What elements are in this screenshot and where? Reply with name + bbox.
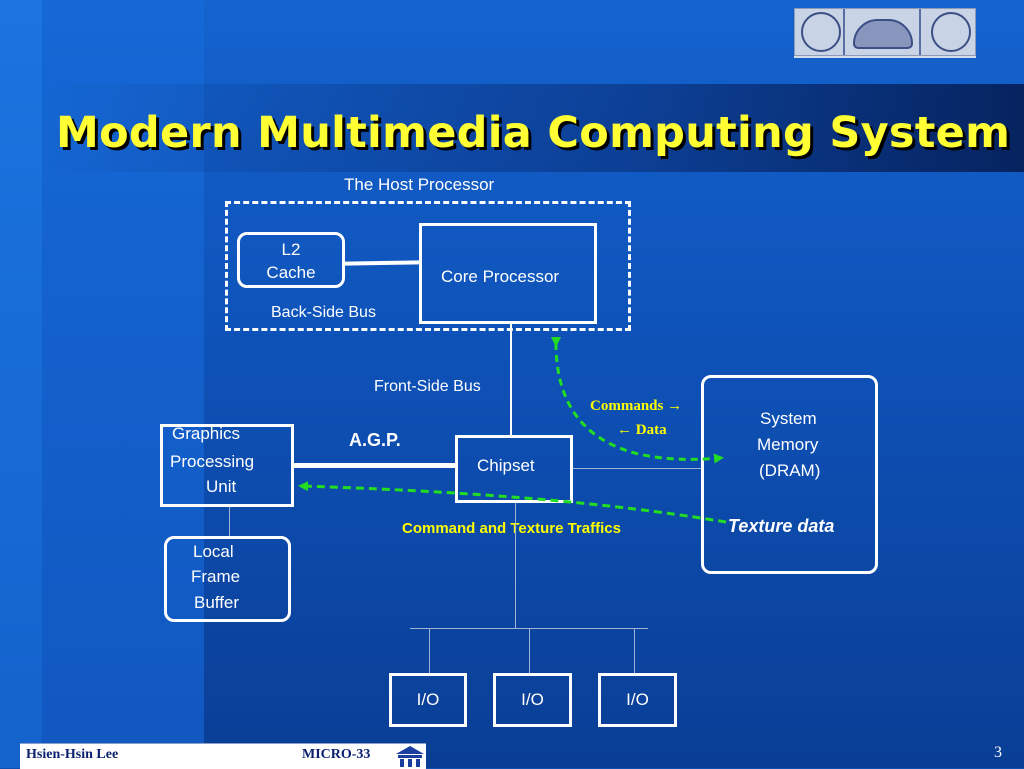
l2-cache-box — [237, 232, 345, 288]
front-side-bus-label: Front-Side Bus — [374, 378, 481, 395]
logo-underline — [794, 56, 976, 58]
chipset-label: Chipset — [477, 456, 535, 475]
gpu-lfb-connector — [229, 507, 230, 537]
system-memory-box — [701, 375, 878, 574]
host-processor-boundary — [225, 201, 631, 331]
seal-right-icon — [931, 12, 971, 52]
page-number: 3 — [994, 744, 1002, 761]
gpu-label-line1: Graphics — [172, 424, 241, 443]
io-bus-trunk — [515, 503, 516, 628]
footer-venue: MICRO-33 — [302, 747, 371, 762]
logo-stripe — [919, 9, 921, 55]
seal-left-icon — [801, 12, 841, 52]
core-processor-label: Core Processor — [441, 267, 560, 286]
logo-stripe — [843, 9, 845, 55]
building-icon — [396, 746, 424, 767]
sysmem-label-line3: (DRAM) — [759, 461, 821, 480]
command-texture-traffics-label: Command and Texture Traffics — [402, 520, 621, 537]
local-frame-buffer-box — [164, 536, 291, 622]
chipset-box — [455, 435, 573, 503]
agp-bus-line — [293, 463, 455, 468]
texture-data-label: Texture data — [728, 516, 835, 536]
l2-cache-label-line1: L2 — [281, 240, 301, 259]
sysmem-label-line1: System — [760, 409, 817, 428]
gpu-box — [160, 424, 294, 507]
io-bus-drop-1 — [429, 628, 430, 673]
texture-traffic-arrow — [298, 481, 727, 524]
l2-cache-label-line2: Cache — [266, 263, 316, 282]
chipset-memory-connector — [573, 468, 701, 469]
title-band — [42, 84, 1024, 172]
io-device-label-2: I/O — [521, 690, 544, 709]
io-device-box-2 — [493, 673, 572, 727]
core-processor-box — [419, 223, 597, 324]
host-processor-label: The Host Processor — [344, 175, 495, 194]
io-device-box-3 — [598, 673, 677, 727]
gpu-label-line3: Unit — [206, 477, 237, 496]
front-side-bus-line — [510, 324, 512, 436]
university-seal-logo — [794, 8, 976, 56]
io-device-label-1: I/O — [416, 690, 440, 709]
agp-label: A.G.P. — [349, 430, 401, 450]
io-device-label-3: I/O — [626, 690, 649, 709]
gpu-label-line2: Processing — [170, 452, 255, 471]
lfb-label-line2: Frame — [191, 567, 241, 586]
io-bus-drop-3 — [634, 628, 635, 673]
io-device-box-1 — [389, 673, 467, 727]
back-side-bus-label: Back-Side Bus — [271, 304, 376, 321]
footer-bar — [20, 743, 426, 769]
lfb-label-line3: Buffer — [194, 593, 240, 612]
footer-author: Hsien-Hsin Lee — [26, 747, 119, 762]
slide-left-band — [0, 0, 42, 768]
slide-title: Modern Multimedia Computing System — [56, 108, 1011, 158]
lfb-label-line1: Local — [193, 542, 234, 561]
io-bus-drop-2 — [529, 628, 530, 673]
sysmem-label-line2: Memory — [757, 435, 819, 454]
commands-data-arrow — [550, 336, 724, 464]
